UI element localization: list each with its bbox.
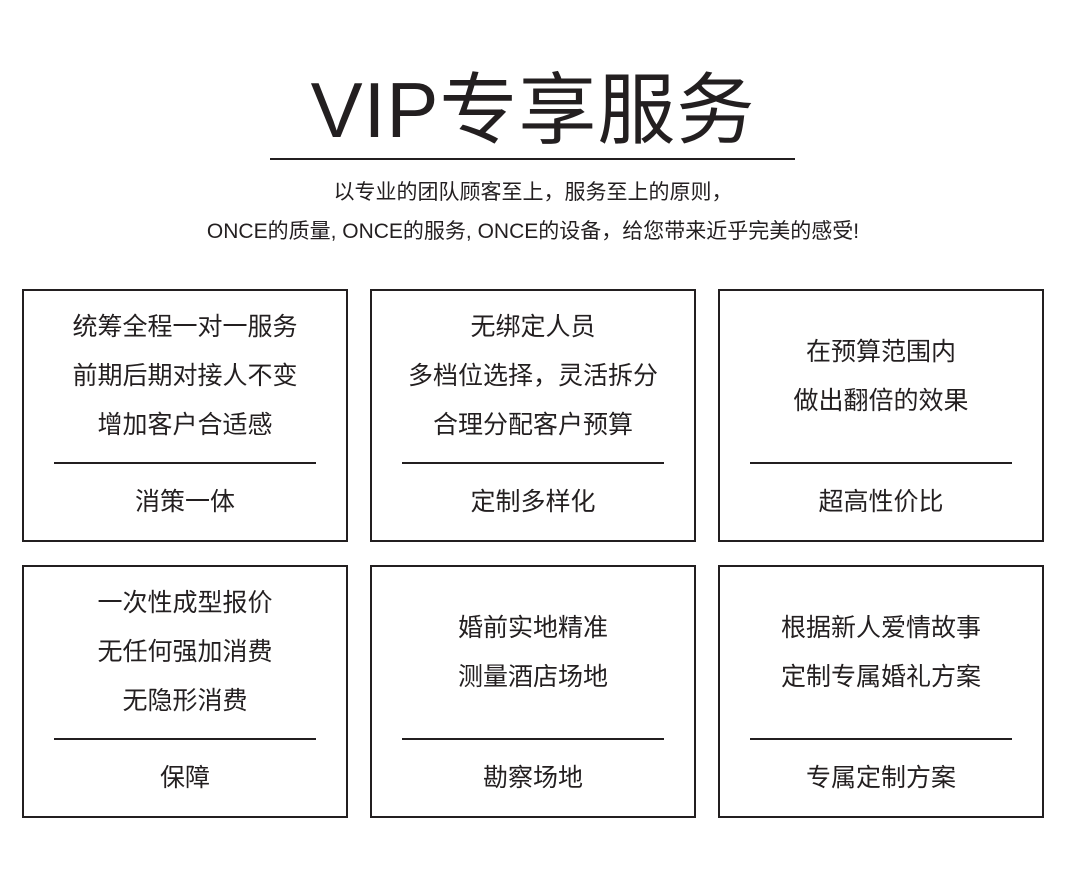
description-line: 定制专属婚礼方案 (780, 662, 981, 691)
description-line: 婚前实地精准 (457, 613, 608, 642)
card-divider (750, 462, 1012, 464)
service-description: 无绑定人员多档位选择，灵活拆分合理分配客户预算 (372, 291, 694, 462)
description-line: 测量酒店场地 (457, 662, 608, 691)
card-divider (54, 738, 316, 740)
service-label: 勘察场地 (482, 764, 583, 792)
service-description: 一次性成型报价无任何强加消费无隐形消费 (24, 567, 346, 738)
description-line: 多档位选择，灵活拆分 (407, 362, 658, 390)
service-card: 无绑定人员多档位选择，灵活拆分合理分配客户预算定制多样化 (370, 289, 696, 542)
service-card: 在预算范围内做出翻倍的效果超高性价比 (718, 289, 1044, 542)
card-divider (54, 462, 316, 464)
description-line: 无任何强加消费 (97, 638, 273, 666)
service-label: 超高性价比 (818, 488, 944, 516)
description-line: 在预算范围内 (805, 337, 956, 366)
card-divider (402, 462, 664, 464)
description-line: 根据新人爱情故事 (780, 613, 981, 642)
service-label: 专属定制方案 (805, 764, 956, 792)
service-description: 根据新人爱情故事定制专属婚礼方案 (720, 567, 1042, 738)
description-line: 做出翻倍的效果 (793, 386, 969, 415)
subtitle-line-2: ONCE的质量, ONCE的服务, ONCE的设备，给您带来近乎完美的感受! (206, 220, 860, 243)
description-line: 增加客户合适感 (97, 411, 273, 439)
service-description: 婚前实地精准测量酒店场地 (372, 567, 694, 738)
description-line: 一次性成型报价 (97, 589, 273, 617)
card-divider (402, 738, 664, 740)
description-line: 统筹全程一对一服务 (72, 313, 298, 341)
card-divider (750, 738, 1012, 740)
title-divider (270, 158, 795, 160)
service-card: 统筹全程一对一服务前期后期对接人不变增加客户合适感消策一体 (22, 289, 348, 542)
service-card: 根据新人爱情故事定制专属婚礼方案专属定制方案 (718, 565, 1044, 818)
service-label: 消策一体 (134, 488, 235, 516)
service-card: 一次性成型报价无任何强加消费无隐形消费保障 (22, 565, 348, 818)
subtitle-line-1: 以专业的团队顾客至上，服务至上的原则， (333, 181, 733, 204)
service-card: 婚前实地精准测量酒店场地勘察场地 (370, 565, 696, 818)
service-description: 统筹全程一对一服务前期后期对接人不变增加客户合适感 (24, 291, 346, 462)
description-line: 无隐形消费 (122, 687, 248, 715)
service-label: 定制多样化 (470, 488, 596, 516)
description-line: 无绑定人员 (470, 313, 596, 341)
description-line: 前期后期对接人不变 (72, 362, 298, 390)
page-title: VIP专享服务 (310, 66, 756, 154)
service-label: 保障 (159, 764, 210, 792)
description-line: 合理分配客户预算 (432, 411, 633, 439)
service-description: 在预算范围内做出翻倍的效果 (720, 291, 1042, 462)
